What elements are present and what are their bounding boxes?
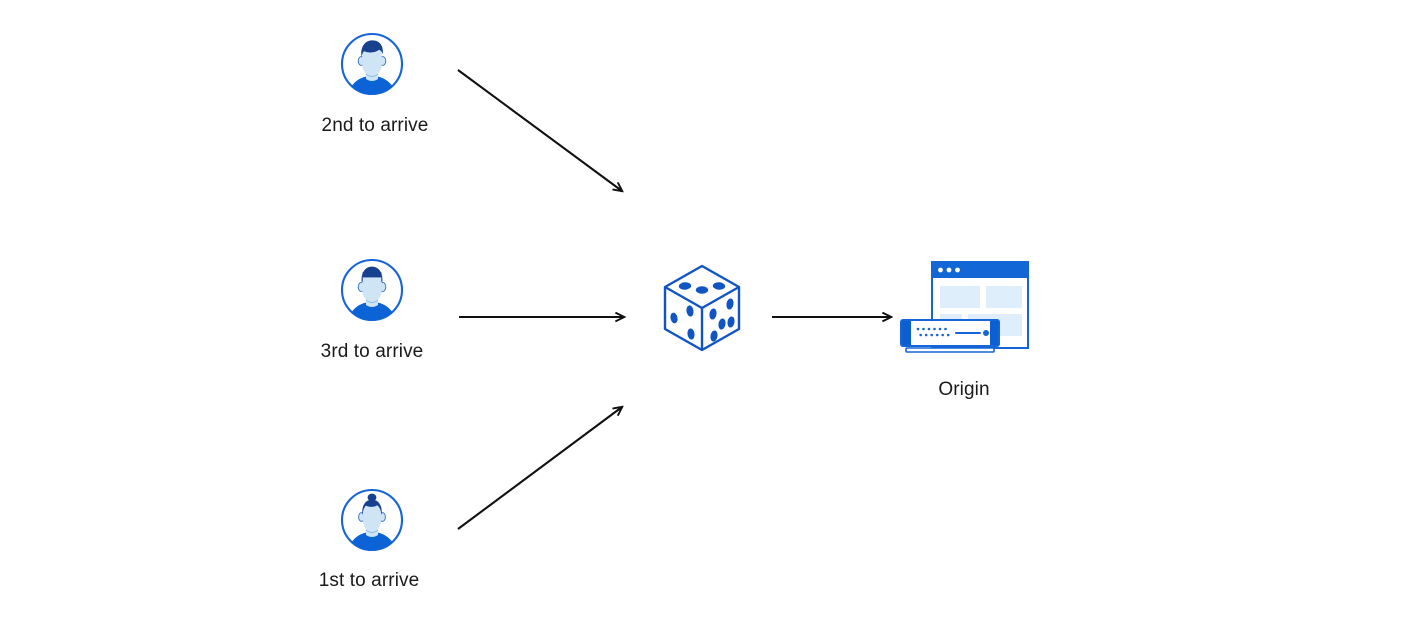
user-avatar-icon — [340, 258, 404, 322]
user-avatar-1st[interactable] — [340, 488, 404, 552]
user-avatar-icon — [340, 488, 404, 552]
user-1st-label: 1st to arrive — [318, 570, 420, 591]
user-2nd-label: 2nd to arrive — [321, 115, 429, 136]
user-avatar-2nd[interactable] — [340, 32, 404, 96]
router-device-icon — [900, 319, 1000, 353]
origin-label: Origin — [938, 379, 990, 400]
origin-server-icon — [900, 261, 1029, 353]
origin-node[interactable] — [896, 256, 1036, 368]
dice-node[interactable] — [660, 262, 744, 354]
arrow-1st-to-dice — [457, 407, 622, 530]
user-3rd-label: 3rd to arrive — [320, 341, 424, 362]
user-avatar-3rd[interactable] — [340, 258, 404, 322]
dice-icon — [663, 264, 741, 352]
user-avatar-icon — [340, 32, 404, 96]
arrow-2nd-to-dice — [457, 69, 622, 191]
